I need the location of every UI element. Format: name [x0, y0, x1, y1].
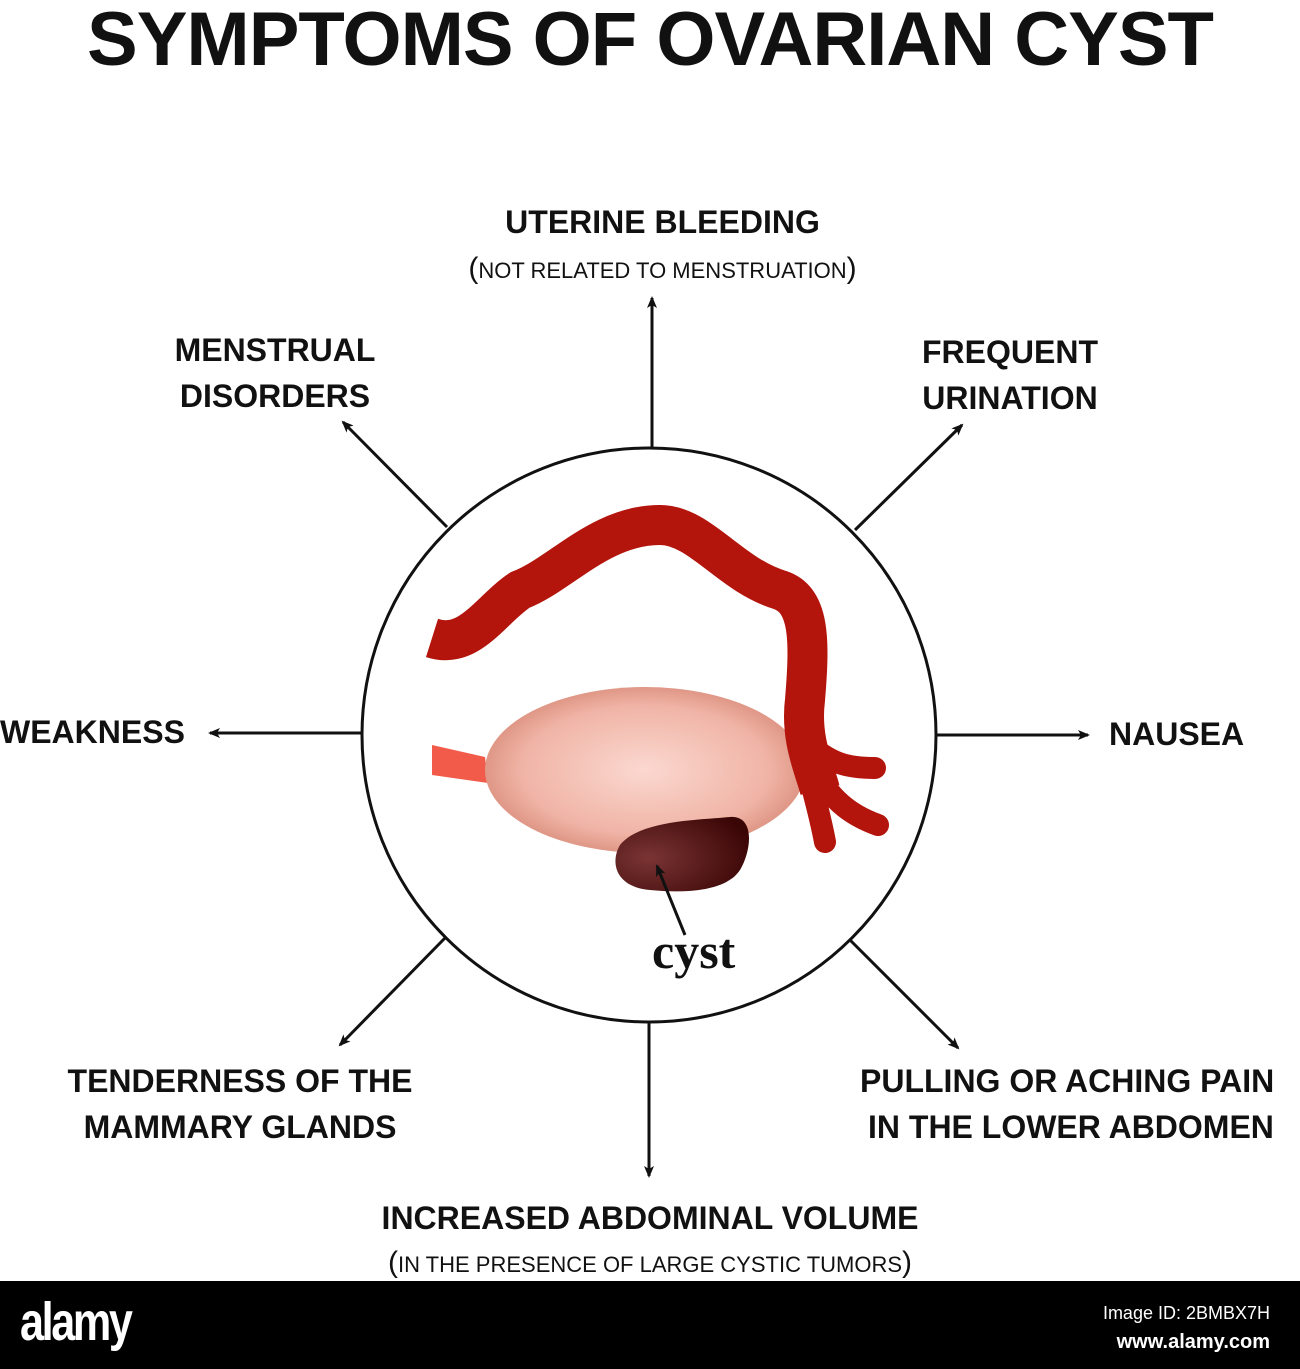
symptom-increased-abdominal-volume-note: (IN THE PRESENCE OF LARGE CYSTIC TUMORS)	[387, 1246, 913, 1279]
symptom-menstrual-disorders: MENSTRUAL DISORDERS	[125, 327, 425, 419]
watermark-footer: alamy Image ID: 2BMBX7H www.alamy.com	[0, 1281, 1300, 1369]
arrows	[208, 296, 1090, 1178]
alamy-logo: alamy	[20, 1292, 133, 1352]
note-text: NOT RELATED TO MENSTRUATION	[478, 258, 847, 283]
line2: MAMMARY GLANDS	[83, 1109, 397, 1145]
arrow-down-right	[848, 938, 960, 1050]
symptom-uterine-bleeding-note: (NOT RELATED TO MENSTRUATION)	[468, 252, 857, 285]
line1: FREQUENT	[922, 334, 1098, 370]
image-id: Image ID: 2BMBX7H	[1102, 1303, 1270, 1323]
line1: PULLING OR ACHING PAIN	[860, 1063, 1275, 1099]
cyst-label: cyst	[652, 923, 736, 979]
cyst-shape	[615, 816, 750, 892]
arrow-up-left	[341, 420, 449, 529]
line2: DISORDERS	[179, 378, 371, 414]
symptom-mammary-tenderness: TENDERNESS OF THE MAMMARY GLANDS	[40, 1058, 440, 1150]
note-text: IN THE PRESENCE OF LARGE CYSTIC TUMORS	[397, 1252, 903, 1277]
arrow-up-right	[853, 423, 964, 532]
symptom-weakness: WEAKNESS	[0, 714, 185, 750]
arrow-down-left	[338, 936, 447, 1047]
line1: TENDERNESS OF THE	[67, 1063, 413, 1099]
line1: MENSTRUAL	[174, 332, 376, 368]
line2: IN THE LOWER ABDOMEN	[868, 1109, 1274, 1145]
symptom-uterine-bleeding: UTERINE BLEEDING	[505, 204, 820, 240]
symptom-increased-abdominal-volume: INCREASED ABDOMINAL VOLUME	[381, 1200, 919, 1236]
symptom-abdominal-pain: PULLING OR ACHING PAIN IN THE LOWER ABDO…	[860, 1058, 1300, 1150]
symptom-frequent-urination: FREQUENT URINATION	[860, 329, 1160, 421]
fallopian-tube	[425, 505, 840, 796]
symptom-nausea: NAUSEA	[1109, 716, 1245, 752]
fimbriae	[794, 729, 889, 853]
ligament	[432, 745, 488, 783]
site-url: www.alamy.com	[1116, 1331, 1270, 1353]
ovary	[485, 687, 805, 853]
page-title: SYMPTOMS OF OVARIAN CYST	[87, 0, 1214, 82]
line2: URINATION	[922, 380, 1098, 416]
cyst-pointer	[655, 864, 687, 936]
